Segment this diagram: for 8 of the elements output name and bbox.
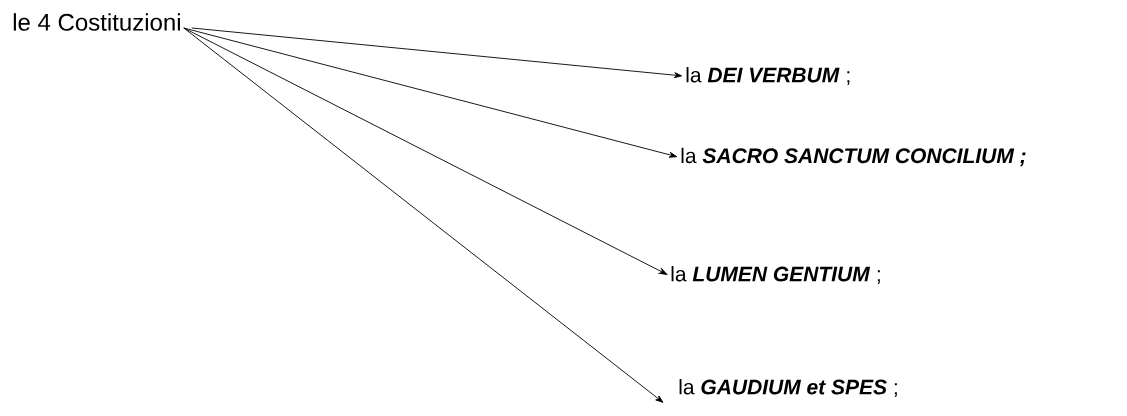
arrow bbox=[191, 27, 683, 79]
text-label: la SACRO SANCTUM CONCILIUM ; bbox=[681, 147, 1026, 167]
text-label: le 4 Costituzioni bbox=[13, 13, 180, 31]
arrow bbox=[183, 27, 664, 403]
arrow bbox=[183, 27, 678, 158]
text-label: la DEI VERBUM ; bbox=[686, 67, 850, 85]
text-label: la LUMEN GENTIUM ; bbox=[671, 266, 880, 284]
text-label: la GAUDIUM et SPES ; bbox=[679, 379, 897, 397]
